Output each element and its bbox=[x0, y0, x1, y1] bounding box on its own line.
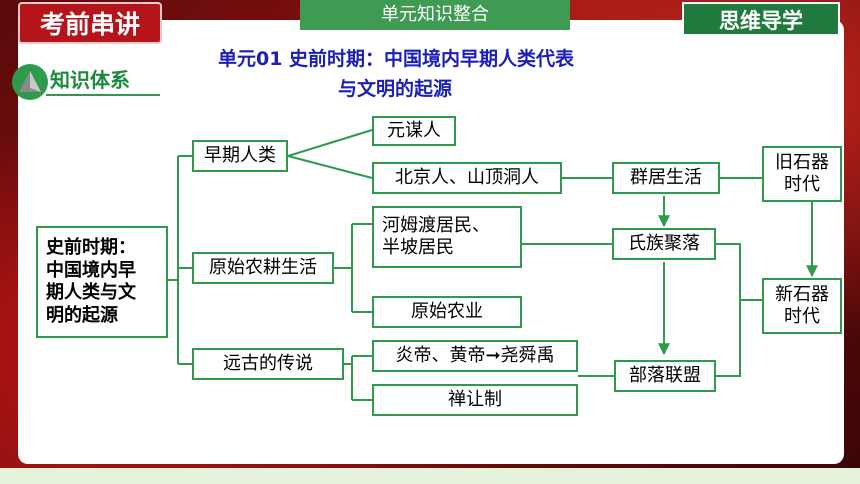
root-line-2: 中国境内早 bbox=[46, 259, 136, 281]
hemudu-line-2: 半坡居民 bbox=[382, 237, 454, 258]
branch-ancient-legends: 远古的传说 bbox=[192, 348, 344, 380]
title-line-2: 与文明的起源 bbox=[338, 78, 453, 100]
stage-group-living: 群居生活 bbox=[612, 162, 720, 194]
unit-header: 单元知识整合 bbox=[300, 0, 570, 30]
root-node-prehistory: 史前时期： 中国境内早 期人类与文 明的起源 bbox=[36, 226, 168, 338]
pyramid-icon bbox=[12, 64, 48, 100]
footer-strip bbox=[0, 468, 860, 484]
thinking-guide-label: 思维导学 bbox=[682, 2, 840, 36]
leaf-peking-upper-cave-man: 北京人、山顶洞人 bbox=[372, 162, 562, 194]
era-paleolithic: 旧石器 时代 bbox=[762, 146, 842, 202]
neolithic-line-1: 新石器 bbox=[775, 283, 829, 305]
knowledge-system-label: 知识体系 bbox=[46, 66, 160, 96]
leaf-hemudu-banpo: 河姆渡居民、 半坡居民 bbox=[372, 206, 522, 268]
era-neolithic: 新石器 时代 bbox=[762, 278, 842, 334]
paleolithic-line-1: 旧石器 bbox=[775, 151, 829, 173]
stage-clan-settlement: 氏族聚落 bbox=[612, 228, 716, 260]
root-line-1: 史前时期： bbox=[46, 237, 136, 258]
leaf-yuanmou-man: 元谋人 bbox=[372, 116, 456, 146]
branch-primitive-farming: 原始农耕生活 bbox=[192, 252, 334, 284]
neolithic-line-2: 时代 bbox=[784, 306, 820, 327]
title-line-1: 单元01 史前时期：中国境内早期人类代表 bbox=[218, 48, 575, 70]
leaf-emperors-sequence: 炎帝、黄帝➞尧舜禹 bbox=[372, 340, 578, 372]
leaf-abdication-system: 禅让制 bbox=[372, 384, 578, 416]
root-line-4: 明的起源 bbox=[46, 304, 118, 326]
branch-early-humans: 早期人类 bbox=[192, 140, 288, 172]
paleolithic-line-2: 时代 bbox=[784, 174, 820, 195]
stage-tribal-alliance: 部落联盟 bbox=[614, 360, 716, 392]
exam-review-badge: 考前串讲 bbox=[18, 2, 162, 44]
hemudu-line-1: 河姆渡居民、 bbox=[382, 214, 490, 236]
root-line-3: 期人类与文 bbox=[46, 282, 136, 303]
leaf-primitive-agriculture: 原始农业 bbox=[372, 296, 522, 328]
